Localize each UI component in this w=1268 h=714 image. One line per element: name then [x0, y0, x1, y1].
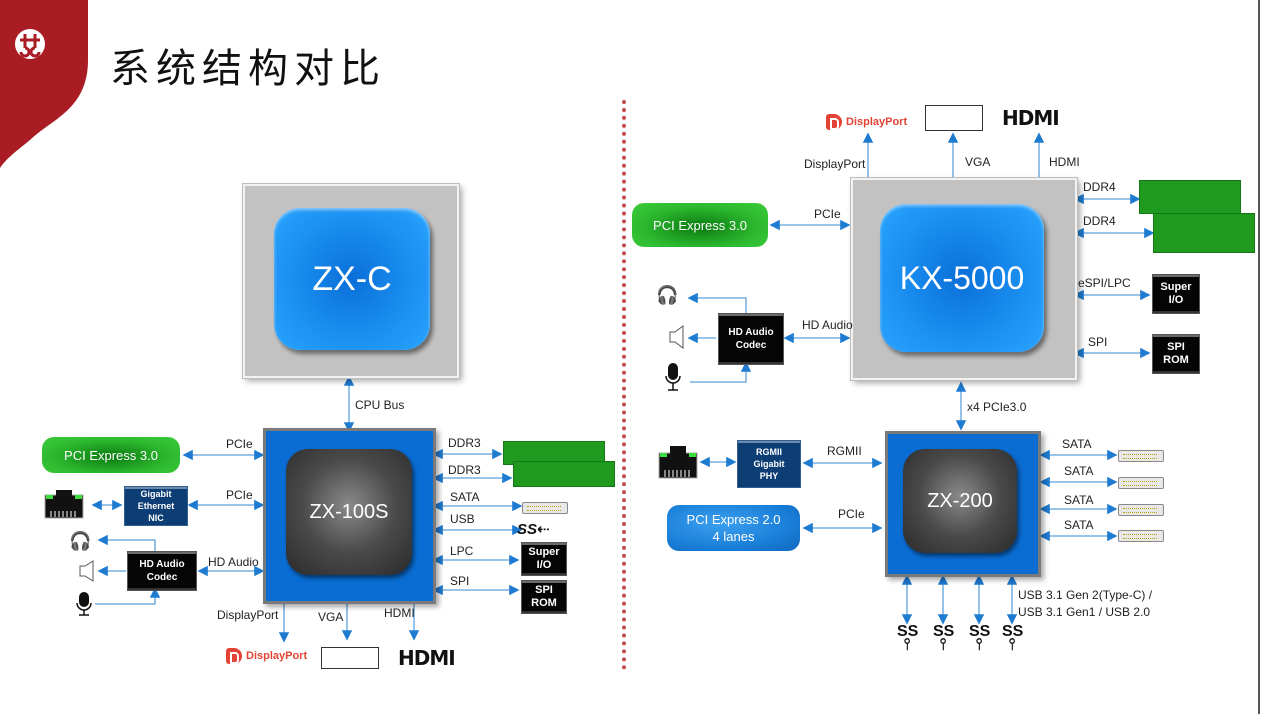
link-label-lpc: LPC — [450, 544, 474, 558]
vga-port-icon — [925, 105, 983, 131]
usb-superspeed-icon: SS⫯ — [897, 623, 919, 653]
link-label-sata: SATA — [1064, 464, 1094, 478]
link-label-displayport: DisplayPort — [804, 157, 866, 171]
ram-module-icon — [1139, 180, 1241, 214]
pcie3-slot: PCI Express 3.0 — [632, 203, 768, 247]
ethernet-port-icon — [44, 490, 84, 519]
link-label-ddr3: DDR3 — [448, 463, 481, 477]
headphones-icon: 🎧 — [69, 531, 92, 551]
page-title: 系统结构对比 — [110, 46, 386, 92]
zx-100s-chip: ZX-100S — [286, 449, 412, 575]
sata-port-icon — [1118, 450, 1164, 462]
link-label-ddr4: DDR4 — [1083, 214, 1116, 228]
slide-edge-line — [1258, 0, 1260, 714]
speaker-icon — [79, 560, 94, 582]
usb-superspeed-icon: SS⫯ — [1002, 623, 1024, 653]
usb-superspeed-icon: SS⫯ — [933, 623, 955, 653]
link-label-ddr3: DDR3 — [448, 436, 481, 450]
hdmi-logo: HDMI — [1002, 106, 1060, 130]
sata-port-icon — [522, 502, 568, 514]
usb-standards-label: USB 3.1 Gen 2(Type-C) /USB 3.1 Gen1 / US… — [1018, 588, 1153, 619]
link-label-hdmi: HDMI — [1049, 155, 1080, 169]
usb-superspeed-icon: SS⫯ — [969, 623, 991, 653]
link-label-spi: SPI — [1088, 335, 1108, 349]
vga-port-icon — [321, 647, 379, 669]
link-label-hd-audio: HD Audio — [208, 555, 259, 569]
zx-c-cpu: ZX-C — [274, 208, 430, 350]
microphone-icon — [665, 363, 681, 391]
kx-5000-cpu: KX-5000 — [880, 204, 1044, 352]
zx-200-chip: ZX-200 — [903, 449, 1017, 553]
section-divider — [622, 100, 626, 670]
link-label-displayport: DisplayPort — [217, 608, 279, 622]
link-label-spi: SPI — [450, 574, 470, 588]
cpu-bus-label: CPU Bus — [355, 398, 405, 412]
hdmi-logo: HDMI — [398, 646, 456, 670]
kx-5000-package: KX-5000 — [850, 177, 1078, 381]
pcie3-slot: PCI Express 3.0 — [42, 437, 180, 473]
displayport-icon — [226, 648, 242, 664]
link-label-sata: SATA — [1064, 518, 1094, 532]
sata-port-icon — [1118, 504, 1164, 516]
zx-100s-package: ZX-100S — [263, 428, 436, 604]
usb-superspeed-icon: SS⇠ — [517, 521, 550, 538]
link-label-ddr4: DDR4 — [1083, 180, 1116, 194]
link-label-sata: SATA — [450, 490, 480, 504]
displayport-logo: DisplayPort — [226, 648, 307, 664]
ram-module-icon — [1153, 213, 1255, 253]
displayport-icon — [826, 114, 842, 130]
ram-module-icon — [513, 461, 615, 487]
link-label-hdmi: HDMI — [384, 606, 415, 620]
sata-port-icon — [1118, 477, 1164, 489]
displayport-logo: DisplayPort — [826, 114, 907, 130]
company-logo-icon — [15, 29, 45, 59]
link-label-pcie: PCIe — [838, 507, 865, 521]
headphones-icon: 🎧 — [656, 285, 679, 305]
link-label-espi-lpc: eSPI/LPC — [1078, 276, 1131, 290]
link-label-hd-audio: HD Audio — [802, 318, 853, 332]
link-label-sata: SATA — [1064, 493, 1094, 507]
link-label-rgmii: RGMII — [827, 444, 862, 458]
zx-c-package: ZX-C — [242, 183, 460, 379]
zx-200-package: ZX-200 — [885, 431, 1041, 577]
link-label-vga: VGA — [318, 610, 344, 624]
link-label-usb: USB — [450, 512, 475, 526]
speaker-icon — [669, 325, 684, 349]
link-label-x4-pcie3: x4 PCIe3.0 — [967, 400, 1027, 414]
link-label-pcie: PCIe — [814, 207, 841, 221]
link-label-pcie: PCIe — [226, 488, 253, 502]
link-label-pcie: PCIe — [226, 437, 253, 451]
sata-port-icon — [1118, 530, 1164, 542]
link-label-sata: SATA — [1062, 437, 1092, 451]
microphone-icon — [76, 592, 92, 616]
link-label-vga: VGA — [965, 155, 991, 169]
ethernet-port-icon — [658, 446, 698, 479]
